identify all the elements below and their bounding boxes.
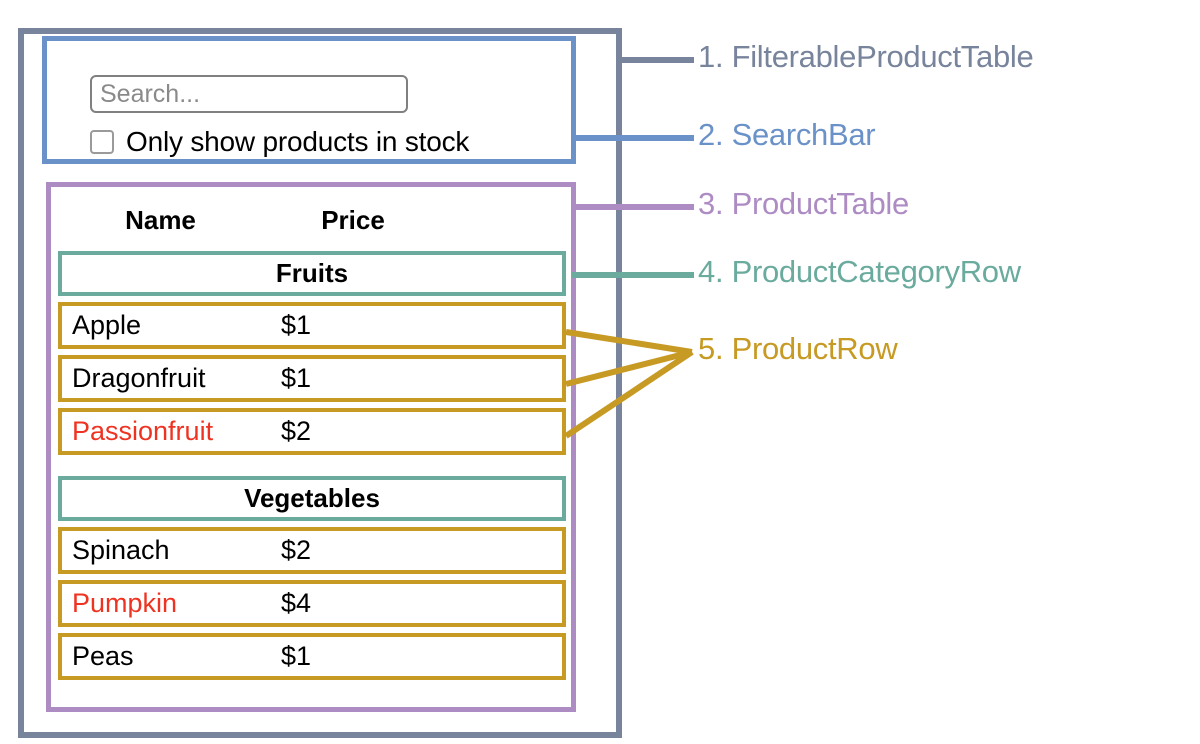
category-name: Fruits: [275, 258, 349, 288]
leader-line-search-bar: [572, 135, 694, 141]
product-name: Peas: [72, 641, 134, 671]
product-row[interactable]: Apple $1: [58, 302, 566, 349]
product-table-body: Fruits Apple $1 Dragonfruit $1 Passionfr…: [58, 251, 566, 686]
product-category-row: Fruits: [58, 251, 566, 296]
legend-label-product-table: 3. ProductTable: [698, 186, 909, 221]
in-stock-checkbox[interactable]: [90, 130, 114, 154]
legend-label-search-bar: 2. SearchBar: [698, 117, 876, 152]
product-price: $1: [281, 363, 312, 393]
in-stock-filter-row[interactable]: Only show products in stock: [90, 126, 469, 158]
search-bar-boundary: [42, 36, 576, 164]
product-name: Passionfruit: [72, 416, 214, 446]
product-name: Pumpkin: [72, 588, 178, 618]
legend-label-product-category-row: 4. ProductCategoryRow: [698, 254, 1021, 289]
filterable-product-table-boundary: [18, 28, 622, 738]
product-name: Spinach: [72, 535, 170, 565]
product-price: $2: [281, 416, 312, 446]
legend-label-filterable-product-table: 1. FilterableProductTable: [698, 39, 1034, 74]
in-stock-checkbox-label: Only show products in stock: [126, 126, 470, 157]
leader-line-product-table: [572, 204, 694, 210]
leader-line-product-row: [564, 329, 694, 439]
leader-line-filterable-product-table: [616, 57, 694, 63]
product-row[interactable]: Dragonfruit $1: [58, 355, 566, 402]
product-price: $1: [281, 641, 312, 671]
product-row[interactable]: Passionfruit $2: [58, 408, 566, 455]
column-header-name: Name: [125, 204, 196, 235]
product-price: $2: [281, 535, 312, 565]
product-name: Apple: [72, 310, 142, 340]
product-table-boundary: [46, 182, 576, 712]
leader-line-product-category-row: [572, 272, 694, 278]
category-name: Vegetables: [244, 483, 380, 513]
search-input[interactable]: [90, 75, 408, 113]
legend-label-product-row: 5. ProductRow: [698, 331, 898, 366]
product-table-header: Name Price: [58, 198, 566, 242]
product-row[interactable]: Pumpkin $4: [58, 580, 566, 627]
product-name: Dragonfruit: [72, 363, 206, 393]
product-category-row: Vegetables: [58, 476, 566, 521]
column-header-price: Price: [321, 204, 385, 235]
product-price: $4: [281, 588, 312, 618]
product-row[interactable]: Spinach $2: [58, 527, 566, 574]
product-price: $1: [281, 310, 312, 340]
product-row[interactable]: Peas $1: [58, 633, 566, 680]
